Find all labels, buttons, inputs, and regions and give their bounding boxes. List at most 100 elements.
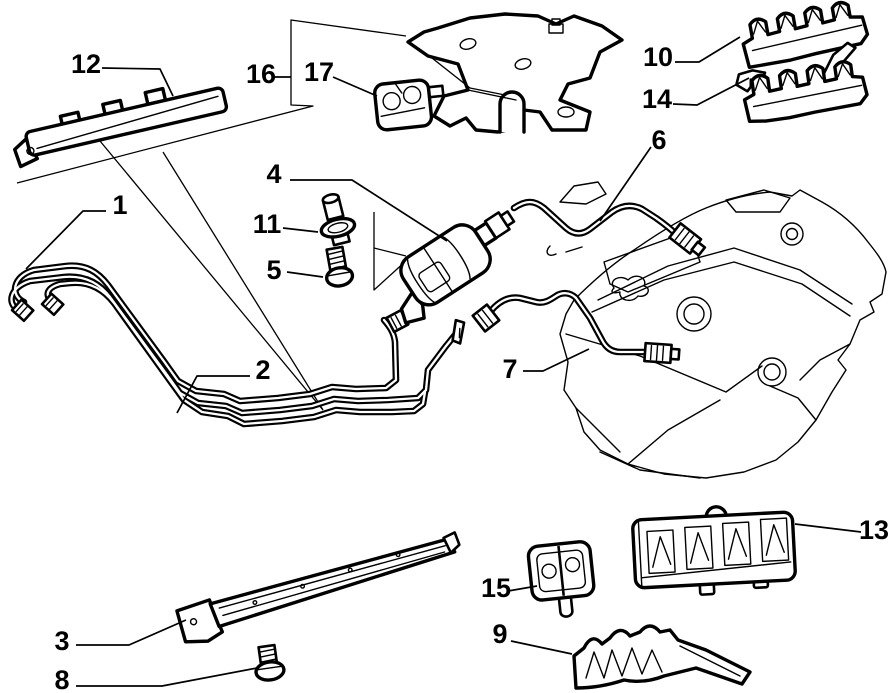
part-number-label-13[interactable]: 13 xyxy=(859,515,889,545)
tank-outline xyxy=(559,189,887,479)
clamp-17-slot-2 xyxy=(402,85,422,105)
clamp-14-body xyxy=(742,60,869,124)
part-number-label-15[interactable]: 15 xyxy=(481,573,511,603)
pipe-rail-part-12 xyxy=(12,86,229,169)
pipe-clamp-part-14 xyxy=(735,41,869,124)
callout-2-leader-line xyxy=(176,375,250,414)
part-number-label-12[interactable]: 12 xyxy=(71,49,101,79)
part-number-label-17[interactable]: 17 xyxy=(304,57,334,87)
part-number-label-4[interactable]: 4 xyxy=(266,159,281,189)
pipe-clamp-part-10 xyxy=(741,0,870,70)
callout-6: 6 xyxy=(599,125,667,222)
annotation-lines xyxy=(16,19,408,411)
fitting-body xyxy=(451,318,466,345)
tank-seam-2 xyxy=(769,385,817,421)
clamp-13-faces xyxy=(637,521,792,587)
rail-3-dot-4 xyxy=(395,552,401,558)
part-number-label-11[interactable]: 11 xyxy=(253,209,282,239)
fitting-body xyxy=(471,303,501,333)
callout-4: 4 xyxy=(266,159,448,242)
bolt-11-top xyxy=(321,193,340,205)
tank-band-1 xyxy=(597,247,853,305)
clamp-15-spring-2 xyxy=(564,556,581,573)
clamp-17-body xyxy=(373,78,434,132)
tank-cap xyxy=(780,222,804,246)
bracket-fold-lines xyxy=(431,57,517,101)
callout-17: 17 xyxy=(304,57,378,97)
filter-outlet-tip xyxy=(499,210,516,228)
part-number-label-6[interactable]: 6 xyxy=(651,125,666,155)
pipe-end-fitting-left-1 xyxy=(10,298,35,323)
callout-14: 14 xyxy=(642,77,750,114)
bolt-11-flange-inner xyxy=(327,222,349,234)
tank-top-pad xyxy=(725,189,791,213)
tank-vent-nipple xyxy=(546,245,583,256)
clamp-13-window-3 xyxy=(721,521,752,567)
pipe-7-core xyxy=(488,292,646,354)
pipe-clamp-part-9 xyxy=(572,624,752,690)
bolt-5-threads xyxy=(326,250,347,271)
callout-7: 7 xyxy=(502,348,590,384)
callout-4-leader-line xyxy=(290,179,448,242)
clamp-9-body xyxy=(572,624,752,690)
callout-7-leader-line xyxy=(523,348,590,372)
tank-edge-left xyxy=(575,407,621,453)
callout-1-leader-line xyxy=(25,210,106,270)
tank-filler-ring-outer xyxy=(676,296,712,332)
part-number-label-14[interactable]: 14 xyxy=(642,84,672,114)
clamp-15-spring-1 xyxy=(541,563,557,579)
part-number-label-2[interactable]: 2 xyxy=(255,355,270,385)
fuel-pipe-part-7 xyxy=(471,289,681,365)
bolt-8-head xyxy=(254,660,286,682)
knurl xyxy=(390,314,402,329)
knurl xyxy=(674,227,695,248)
part-number-label-8[interactable]: 8 xyxy=(54,665,69,693)
tank-drain-inner xyxy=(763,363,781,381)
tank-band-2 xyxy=(591,261,851,317)
part-number-label-10[interactable]: 10 xyxy=(643,42,673,72)
rail-12-bar xyxy=(24,86,229,157)
callout-15-leader-line xyxy=(507,585,538,592)
part-number-label-3[interactable]: 3 xyxy=(54,626,69,656)
tank-seam-4 xyxy=(627,399,721,465)
fitting-body xyxy=(10,298,35,323)
rail-3-dot-3 xyxy=(347,567,353,573)
part-number-label-1[interactable]: 1 xyxy=(112,190,127,220)
fuel-pipe-bundle-parts-1-2 xyxy=(8,262,466,428)
bracket-hole-3 xyxy=(557,106,575,118)
group-4-bracket-arm xyxy=(373,247,407,257)
part-number-label-16[interactable]: 16 xyxy=(246,59,276,89)
part-number-label-5[interactable]: 5 xyxy=(266,255,281,285)
callout-8: 8 xyxy=(54,665,258,693)
pipe-clamp-part-13 xyxy=(631,505,797,596)
clamp-17-details xyxy=(380,83,426,118)
pipe-7 xyxy=(486,289,648,356)
clamp-13-springs xyxy=(652,524,785,568)
tank-cap-inner xyxy=(785,227,799,241)
rail-3-tip xyxy=(442,531,461,554)
part-number-label-7[interactable]: 7 xyxy=(502,354,517,384)
fitting-tip xyxy=(690,240,707,257)
callout-6-leader-line xyxy=(599,146,652,222)
rail-12-edge-line xyxy=(36,95,219,150)
callout-10-leader-line xyxy=(675,36,741,63)
bracket-hole-1 xyxy=(459,38,477,50)
clamp-17-slot-1 xyxy=(382,91,401,111)
pipe-7-end-fitting xyxy=(643,341,681,365)
tank-drain-outer xyxy=(757,357,787,387)
knurl xyxy=(15,303,29,317)
bracket-hole-2 xyxy=(514,58,532,70)
callout-15: 15 xyxy=(481,573,538,603)
part-number-label-9[interactable]: 9 xyxy=(492,619,507,649)
callout-8-leader-line xyxy=(76,667,258,687)
tank-seam-5 xyxy=(799,343,851,381)
rail-12-position-line-b xyxy=(162,151,324,411)
pipe-b-nozzle-fitting xyxy=(451,318,466,345)
pipe-clamp-part-17 xyxy=(373,78,445,132)
clamp-13-window-1 xyxy=(646,529,676,575)
callout-3: 3 xyxy=(54,619,187,656)
fuel-filter-part-4 xyxy=(385,210,516,334)
callout-5-leader-line xyxy=(286,271,324,278)
